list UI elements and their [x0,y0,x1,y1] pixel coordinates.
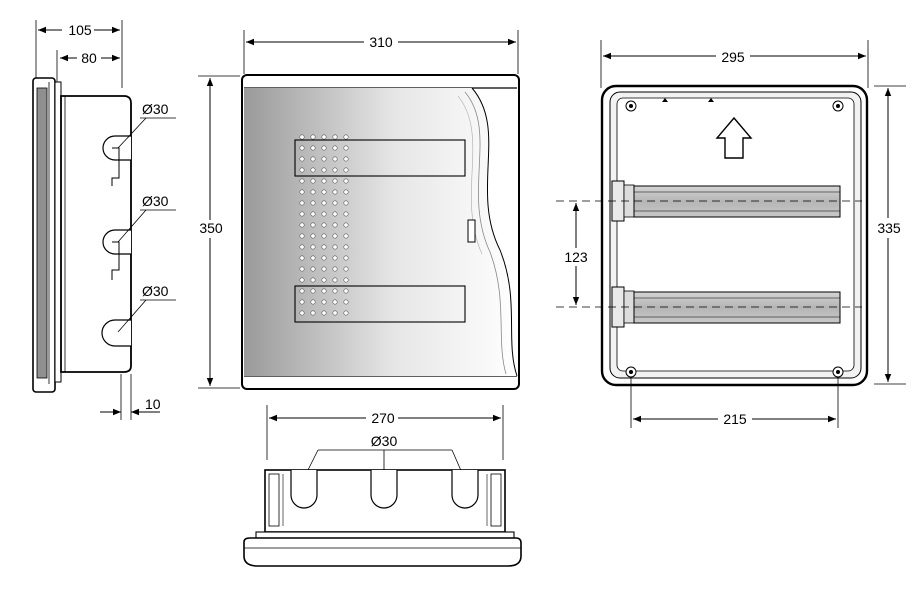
bottom-door [243,537,522,567]
side-knockout-3 [101,319,131,347]
ventilation-holes [295,134,353,322]
label-bottom-knockout: Ø30 [371,433,398,449]
label-side-knockout-3: Ø30 [142,283,169,299]
door-latch [467,219,476,243]
front-view: 310 350 [196,30,520,390]
bottom-view: 270 Ø30 [243,405,522,567]
din-rail-lower [611,286,841,328]
mount-hole-bottom-left [625,366,637,378]
bottom-knockout-3 [451,470,479,509]
dim-back-height: 335 [877,220,901,236]
dim-bottom-width: 270 [371,410,395,426]
front-window-upper [294,139,466,177]
front-door [244,88,517,376]
dim-rail-spacing: 123 [564,249,588,265]
dim-side-flange: 10 [145,396,161,412]
dim-mount-hole-spacing: 215 [723,411,747,427]
back-view: 295 335 [556,40,906,428]
side-body [60,95,132,373]
front-window-lower [294,285,466,323]
dim-side-depth-body: 80 [81,50,97,66]
mount-hole-top-right [832,100,844,112]
dim-front-height: 350 [199,220,223,236]
bottom-knockout-1 [290,470,318,509]
mount-hole-bottom-right [832,366,844,378]
bottom-knockout-2 [370,470,398,509]
label-side-knockout-2: Ø30 [142,193,169,209]
label-side-knockout-1: Ø30 [142,101,169,117]
up-arrow-icon [715,116,753,159]
dim-side-depth-total: 105 [68,22,92,38]
side-view: 105 80 Ø30 Ø30 Ø30 10 [32,20,176,420]
dim-back-width: 295 [721,49,745,65]
dim-front-width: 310 [369,34,393,50]
mount-hole-top-left [625,100,637,112]
